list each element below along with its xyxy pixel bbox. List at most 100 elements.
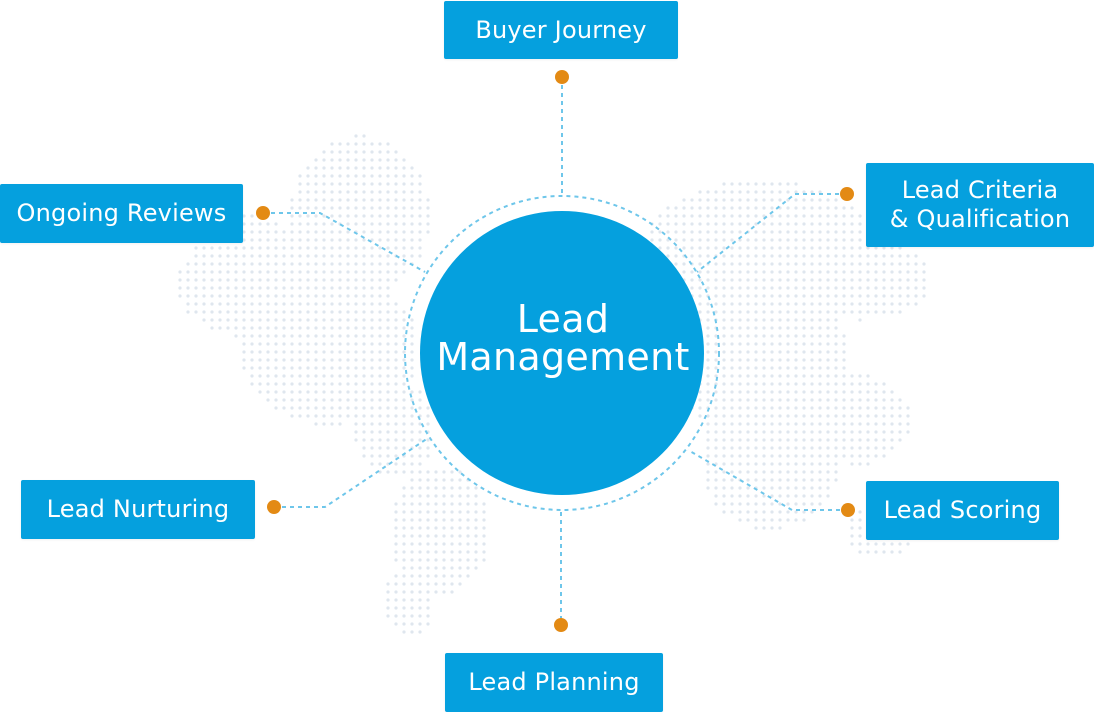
map-dot — [370, 198, 374, 202]
map-dot — [858, 238, 862, 242]
map-dot — [394, 518, 398, 522]
map-dot — [354, 398, 358, 402]
map-dot — [346, 230, 350, 234]
map-dot — [418, 534, 422, 538]
map-dot — [818, 390, 822, 394]
map-dot — [322, 390, 326, 394]
map-dot — [290, 278, 294, 282]
map-dot — [898, 430, 902, 434]
map-dot — [874, 390, 878, 394]
map-dot — [786, 214, 790, 218]
map-dot — [338, 270, 342, 274]
map-dot — [250, 286, 254, 290]
map-dot — [714, 486, 718, 490]
map-dot — [834, 262, 838, 266]
map-dot — [354, 438, 358, 442]
map-dot — [714, 246, 718, 250]
map-dot — [770, 206, 774, 210]
map-dot — [754, 430, 758, 434]
map-dot — [922, 278, 926, 282]
map-dot — [314, 326, 318, 330]
map-dot — [378, 334, 382, 338]
map-dot — [322, 350, 326, 354]
map-dot — [746, 294, 750, 298]
map-dot — [810, 350, 814, 354]
map-dot — [850, 414, 854, 418]
map-dot — [730, 406, 734, 410]
map-dot — [858, 446, 862, 450]
map-dot — [834, 382, 838, 386]
map-dot — [394, 430, 398, 434]
map-dot — [410, 366, 414, 370]
map-dot — [322, 414, 326, 418]
map-dot — [306, 166, 310, 170]
map-dot — [786, 470, 790, 474]
map-dot — [698, 214, 702, 218]
map-dot — [826, 438, 830, 442]
map-dot — [210, 254, 214, 258]
map-dot — [410, 494, 414, 498]
map-dot — [242, 254, 246, 258]
map-dot — [786, 502, 790, 506]
map-dot — [394, 246, 398, 250]
map-dot — [834, 294, 838, 298]
map-dot — [202, 278, 206, 282]
map-dot — [330, 166, 334, 170]
map-dot — [410, 454, 414, 458]
map-dot — [746, 366, 750, 370]
map-dot — [474, 518, 478, 522]
connector-lead-nurturing — [274, 437, 429, 508]
map-dot — [410, 174, 414, 178]
map-dot — [786, 286, 790, 290]
map-dot — [266, 318, 270, 322]
map-dot — [786, 510, 790, 514]
map-dot — [722, 262, 726, 266]
map-dot — [378, 230, 382, 234]
map-dot — [362, 350, 366, 354]
map-dot — [394, 214, 398, 218]
map-dot — [282, 398, 286, 402]
map-dot — [314, 270, 318, 274]
map-dot — [378, 150, 382, 154]
map-dot — [378, 414, 382, 418]
map-dot — [762, 422, 766, 426]
map-dot — [810, 310, 814, 314]
map-dot — [850, 382, 854, 386]
map-dot — [794, 390, 798, 394]
map-dot — [458, 518, 462, 522]
map-dot — [850, 262, 854, 266]
map-dot — [834, 390, 838, 394]
map-dot — [682, 270, 686, 274]
map-dot — [762, 310, 766, 314]
map-dot — [730, 374, 734, 378]
map-dot — [234, 262, 238, 266]
map-dot — [426, 454, 430, 458]
map-dot — [386, 374, 390, 378]
dot-buyer-journey — [555, 70, 569, 84]
map-dot — [722, 502, 726, 506]
map-dot — [786, 382, 790, 386]
dot-ongoing-reviews — [256, 206, 270, 220]
map-dot — [314, 238, 318, 242]
map-dot — [410, 614, 414, 618]
map-dot — [722, 390, 726, 394]
map-dot — [890, 294, 894, 298]
map-dot — [322, 374, 326, 378]
map-dot — [442, 550, 446, 554]
map-dot — [218, 310, 222, 314]
map-dot — [850, 398, 854, 402]
map-dot — [850, 286, 854, 290]
map-dot — [450, 550, 454, 554]
map-dot — [810, 430, 814, 434]
map-dot — [346, 238, 350, 242]
map-dot — [362, 278, 366, 282]
map-dot — [762, 478, 766, 482]
map-dot — [842, 238, 846, 242]
map-dot — [386, 150, 390, 154]
map-dot — [722, 214, 726, 218]
map-dot — [330, 406, 334, 410]
map-dot — [762, 486, 766, 490]
map-dot — [794, 446, 798, 450]
map-dot — [306, 398, 310, 402]
map-dot — [754, 478, 758, 482]
